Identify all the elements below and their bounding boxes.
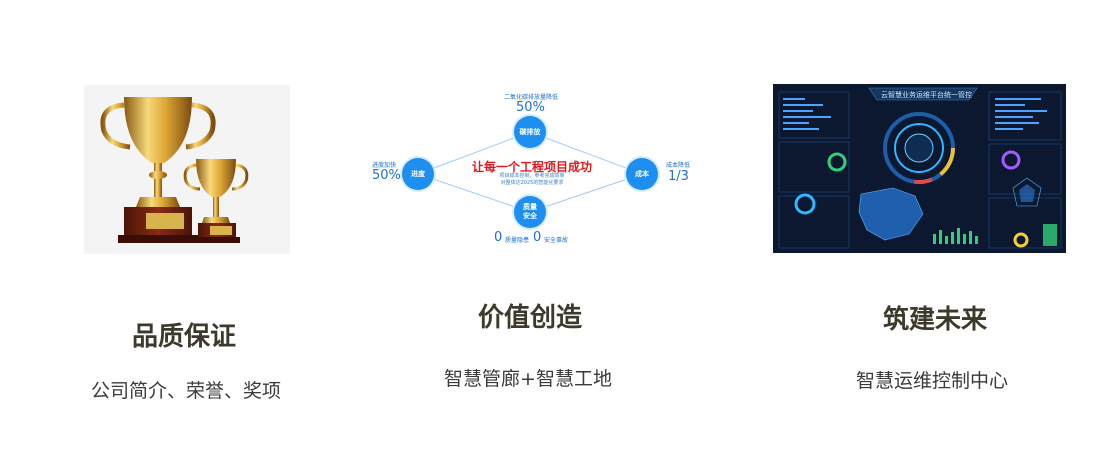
diagram-right-caption: 成本降低 — [666, 162, 691, 169]
diagram-left-caption: 进度加快 — [372, 162, 397, 169]
diagram-bottom-stat-1-value: 0 — [494, 230, 503, 245]
card-subtitle-future[interactable]: 智慧运维控制中心 — [855, 370, 1008, 392]
diagram-node-progress: 进度 — [402, 158, 434, 190]
diagram-left-value: 50% — [372, 168, 401, 183]
diagram-top-value: 50% — [516, 100, 545, 115]
diagram-bottom-stat-2-label: 安全事故 — [544, 237, 569, 244]
ops-dashboard-image[interactable]: 云智慧业务运维平台统一管控 — [773, 84, 1066, 253]
value-diagram-image[interactable]: 二氧化碳排放量降低 50% 碳排放 进度加快 50% 进度 成本 成本降低 1/… — [360, 88, 708, 248]
diagram-center-title: 让每一个工程项目成功 — [472, 160, 593, 174]
diagram-center-subtext: 项目成本控制，参考完成效果 对整体达2025的智能化要求 — [472, 173, 592, 187]
trophy-icon — [100, 97, 249, 243]
diagram-center-sub-1: 项目成本控制，参考完成效果 — [499, 173, 565, 179]
dashboard-title: 云智慧业务运维平台统一管控 — [881, 91, 972, 99]
diagram-node-carbon: 碳排放 — [514, 116, 546, 148]
diagram-node-quality-safety: 质量 安全 — [514, 196, 546, 228]
diagram-node-quality-label: 质量 — [523, 203, 537, 211]
diagram-bottom-stat-1-label: 质量隐患 — [505, 237, 530, 244]
diagram-top-caption: 二氧化碳排放量降低 — [504, 94, 559, 101]
card-title-quality[interactable]: 品质保证 — [131, 322, 236, 352]
diagram-right-value: 1/3 — [668, 169, 689, 184]
diagram-center-sub-2: 对整体达2025的智能化要求 — [500, 180, 564, 186]
card-subtitle-value[interactable]: 智慧管廊+智慧工地 — [444, 368, 612, 390]
diagram-bottom-stat-2-value: 0 — [533, 230, 542, 245]
diagram-node-cost: 成本 — [626, 158, 658, 190]
card-title-future[interactable]: 筑建未来 — [882, 305, 987, 335]
dashboard-icon — [773, 84, 1066, 253]
card-subtitle-quality[interactable]: 公司简介、荣誉、奖项 — [90, 380, 281, 402]
trophy-image[interactable] — [84, 85, 290, 254]
card-title-value[interactable]: 价值创造 — [477, 303, 582, 333]
diagram-node-safety-label: 安全 — [523, 212, 537, 220]
